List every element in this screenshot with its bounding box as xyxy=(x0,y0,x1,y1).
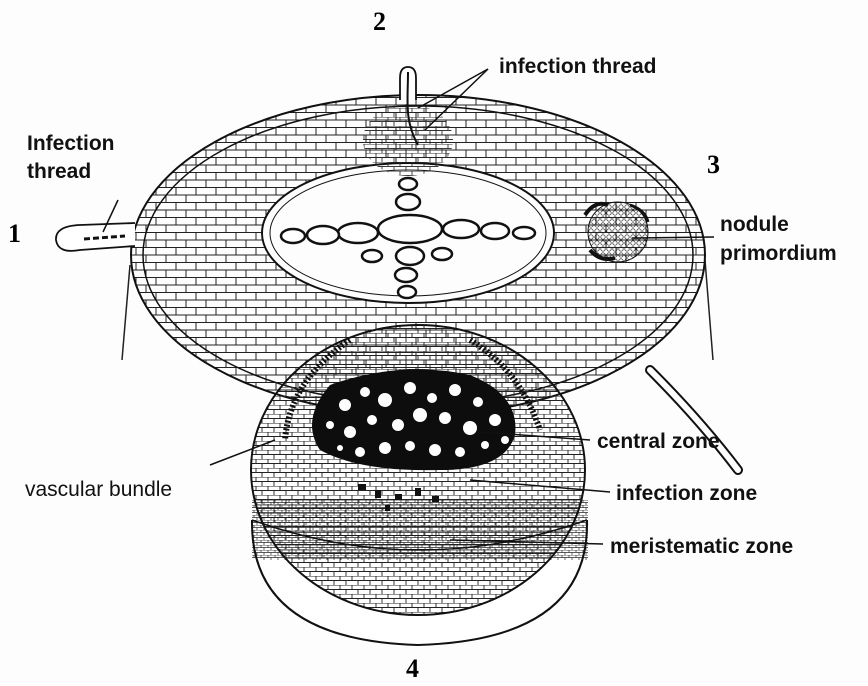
label-central-zone: central zone xyxy=(597,430,720,454)
label-infection-thread-left-2: thread xyxy=(27,160,91,184)
label-infection-zone: infection zone xyxy=(616,482,757,506)
root-left-side xyxy=(122,265,130,360)
label-primordium: primordium xyxy=(720,242,837,266)
label-infection-thread-top: infection thread xyxy=(499,55,657,79)
root-right-side xyxy=(705,260,713,360)
label-vascular-bundle: vascular bundle xyxy=(25,478,172,502)
label-number-1: 1 xyxy=(8,219,21,249)
label-number-2: 2 xyxy=(373,7,386,37)
label-nodule: nodule xyxy=(720,213,789,237)
label-number-3: 3 xyxy=(707,150,720,180)
label-infection-thread-left-1: Infection xyxy=(27,132,115,156)
central-zone xyxy=(312,369,515,470)
label-number-4: 4 xyxy=(406,654,419,684)
label-meristematic-zone: meristematic zone xyxy=(610,535,793,559)
